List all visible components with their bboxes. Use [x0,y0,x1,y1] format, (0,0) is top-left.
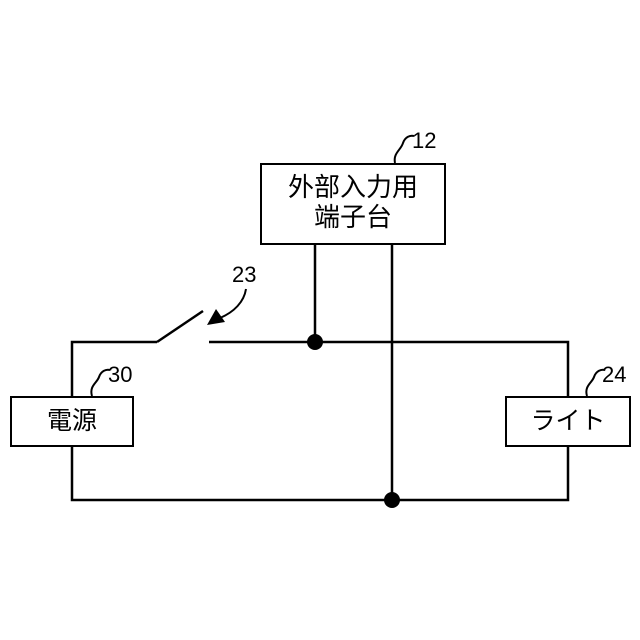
light-box: ライト [505,396,631,447]
ref-terminal-block: 12 [412,130,436,152]
terminal-block-label-line1: 外部入力用 [288,174,418,204]
top-right-wire [209,342,568,397]
ref-switch: 23 [232,264,256,286]
light-label: ライト [530,407,605,436]
power-supply-box: 電源 [10,396,134,447]
leader-23 [220,289,246,318]
ref-power-supply: 30 [108,364,132,386]
junction-dot-bottom [384,492,400,508]
ref-light: 24 [602,364,626,386]
terminal-block-label-line2: 端子台 [314,204,392,234]
terminal-block-box: 外部入力用 端子台 [260,163,446,245]
left-bottom-wire [72,447,568,500]
switch-contact [157,311,203,342]
power-supply-label: 電源 [47,407,97,436]
junction-dot-top [307,334,323,350]
